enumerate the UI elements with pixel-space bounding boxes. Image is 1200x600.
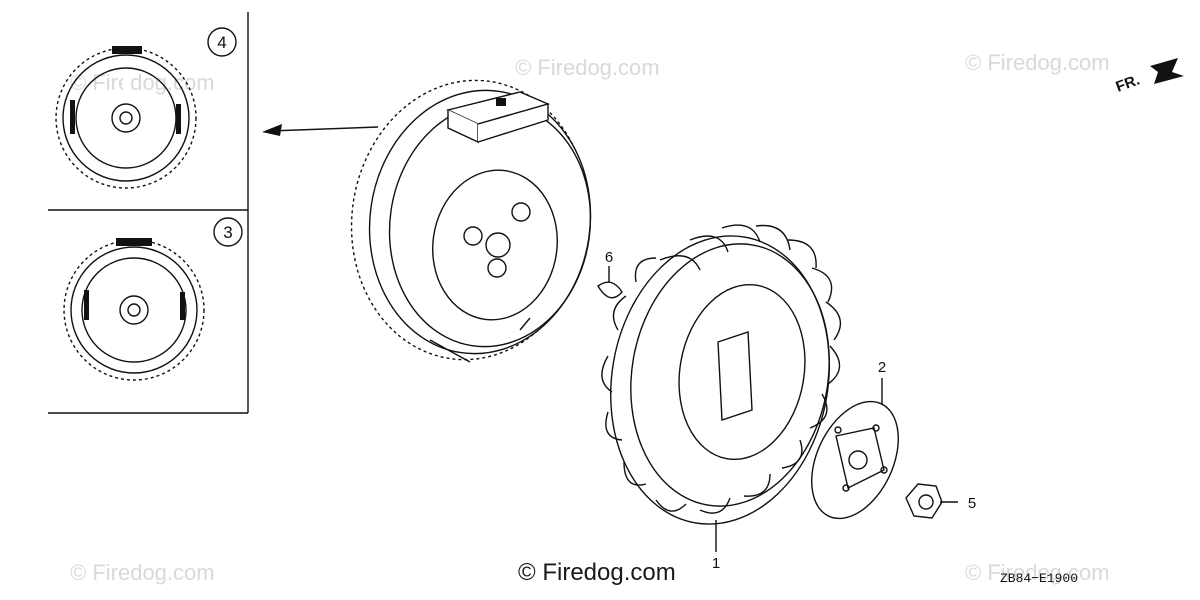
watermark-top-right: © Firedog.com xyxy=(965,50,1110,75)
callout-1: 1 xyxy=(712,555,720,572)
inset-number-circle-3 xyxy=(213,217,243,247)
flywheel xyxy=(350,79,592,363)
woodruff-key xyxy=(597,266,623,299)
cooling-fan xyxy=(601,224,842,552)
main-watermark: © Firedog.com xyxy=(518,559,676,586)
watermark-bottom-right: © Firedog.com xyxy=(965,560,1110,585)
flange-nut xyxy=(905,483,958,519)
diagram-code: ZB84−E1900 xyxy=(1000,571,1078,586)
callout-2: 2 xyxy=(878,359,886,376)
inset-flywheel-4 xyxy=(55,46,197,189)
inset-number-4: 4 xyxy=(217,33,226,52)
direction-label: FR. xyxy=(1114,72,1143,96)
watermark-bottom-left: © Firedog.com xyxy=(70,560,215,585)
callout-5: 5 xyxy=(968,495,976,512)
callout-6: 6 xyxy=(605,249,613,266)
inset-frame xyxy=(48,12,249,414)
inset-pointer-arrow xyxy=(262,124,379,136)
flange-plate xyxy=(811,378,899,520)
watermark-top-center: © Firedog.com xyxy=(515,55,660,80)
inset-number-circle-4 xyxy=(207,27,237,57)
front-direction-arrow-icon xyxy=(1150,58,1184,84)
inset-flywheel-3 xyxy=(63,238,205,381)
inset-number-3: 3 xyxy=(223,223,232,242)
watermark-top-left: © Firedog.com xyxy=(70,70,215,95)
